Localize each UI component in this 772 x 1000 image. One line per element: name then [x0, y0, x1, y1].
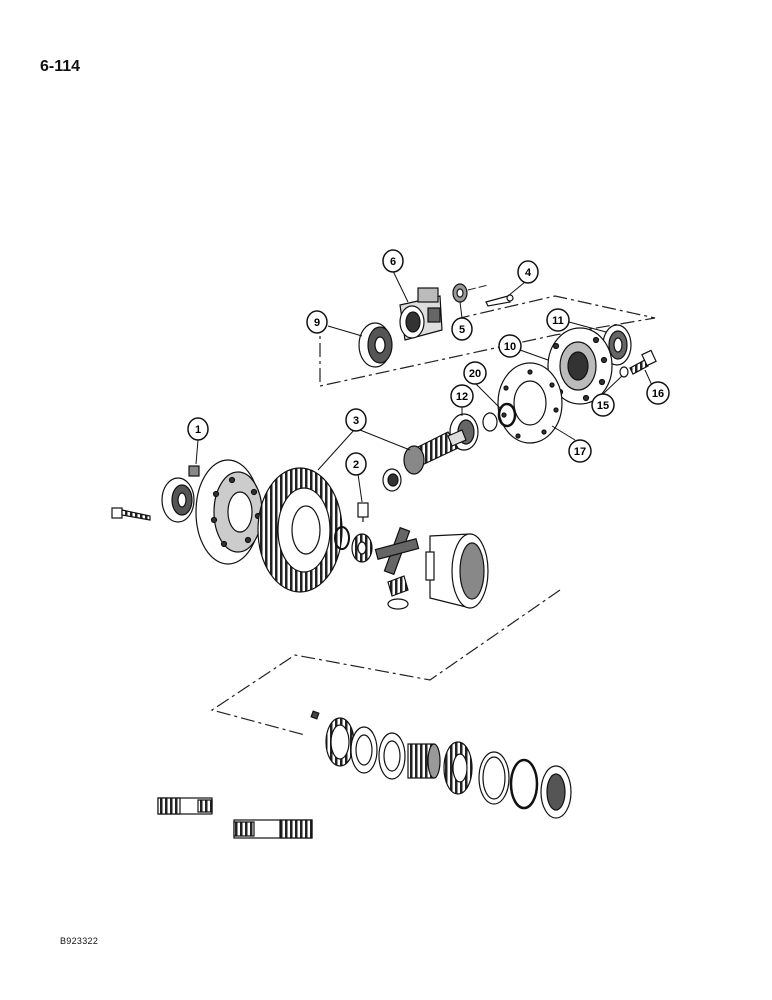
leader-lines [195, 270, 656, 503]
svg-text:10: 10 [504, 341, 516, 353]
svg-text:2: 2 [353, 459, 359, 471]
callout-11: 11 [546, 308, 570, 332]
part-5-nut [452, 283, 468, 303]
differential-spider [374, 526, 420, 576]
svg-text:3: 3 [353, 415, 359, 427]
svg-text:15: 15 [597, 400, 609, 412]
svg-text:17: 17 [574, 446, 586, 458]
short-axle-shaft [157, 797, 213, 815]
part-4-cotter-pin [485, 294, 514, 307]
part-3-ring-gear [257, 467, 343, 593]
part-16-bolt [629, 349, 657, 375]
callout-2: 2 [345, 452, 367, 476]
svg-text:12: 12 [456, 391, 468, 403]
spider-pinion-gears [387, 575, 409, 610]
lower-clutch-pack [310, 710, 572, 819]
lower-frame [210, 589, 561, 736]
callout-3: 3 [345, 408, 367, 432]
svg-text:5: 5 [459, 324, 465, 336]
callout-1: 1 [187, 417, 209, 441]
svg-text:11: 11 [552, 315, 564, 327]
svg-text:16: 16 [652, 388, 664, 400]
upper-frame [319, 295, 656, 387]
svg-text:1: 1 [195, 424, 201, 436]
pinion-pilot-bearing [382, 468, 402, 492]
callout-12: 12 [450, 384, 474, 408]
callout-9: 9 [306, 310, 328, 334]
differential-case-housing [425, 533, 489, 609]
callout-4: 4 [517, 260, 539, 284]
svg-text:20: 20 [469, 368, 481, 380]
part-20-snap-ring [497, 402, 517, 428]
carrier-through-bolt [111, 507, 151, 521]
thrust-washer [334, 526, 350, 550]
side-gear [351, 533, 373, 563]
differential-case-half [195, 459, 263, 565]
page-number: 6-114 [40, 58, 81, 75]
svg-text:4: 4 [525, 267, 532, 279]
part-10-cage [547, 327, 613, 405]
callout-17: 17 [568, 439, 592, 463]
svg-text:9: 9 [314, 317, 320, 329]
part-1-nut [188, 465, 200, 477]
left-carrier-bearing [161, 477, 195, 523]
part-2-bolt [357, 502, 369, 522]
callout-20: 20 [463, 361, 487, 385]
part-3-pinion [403, 429, 467, 475]
drawing-code: B923322 [60, 936, 99, 946]
svg-text:6: 6 [390, 256, 396, 268]
part-6-yoke [399, 287, 443, 341]
part-9-bearing-cup [358, 322, 393, 368]
callout-10: 10 [498, 334, 522, 358]
part-17-shim [497, 362, 563, 444]
callout-6: 6 [382, 249, 404, 273]
callout-15: 15 [591, 393, 615, 417]
callout-16: 16 [646, 381, 670, 405]
callout-5: 5 [451, 317, 473, 341]
part-15-washer [619, 366, 629, 378]
long-axle-shaft [233, 819, 313, 839]
